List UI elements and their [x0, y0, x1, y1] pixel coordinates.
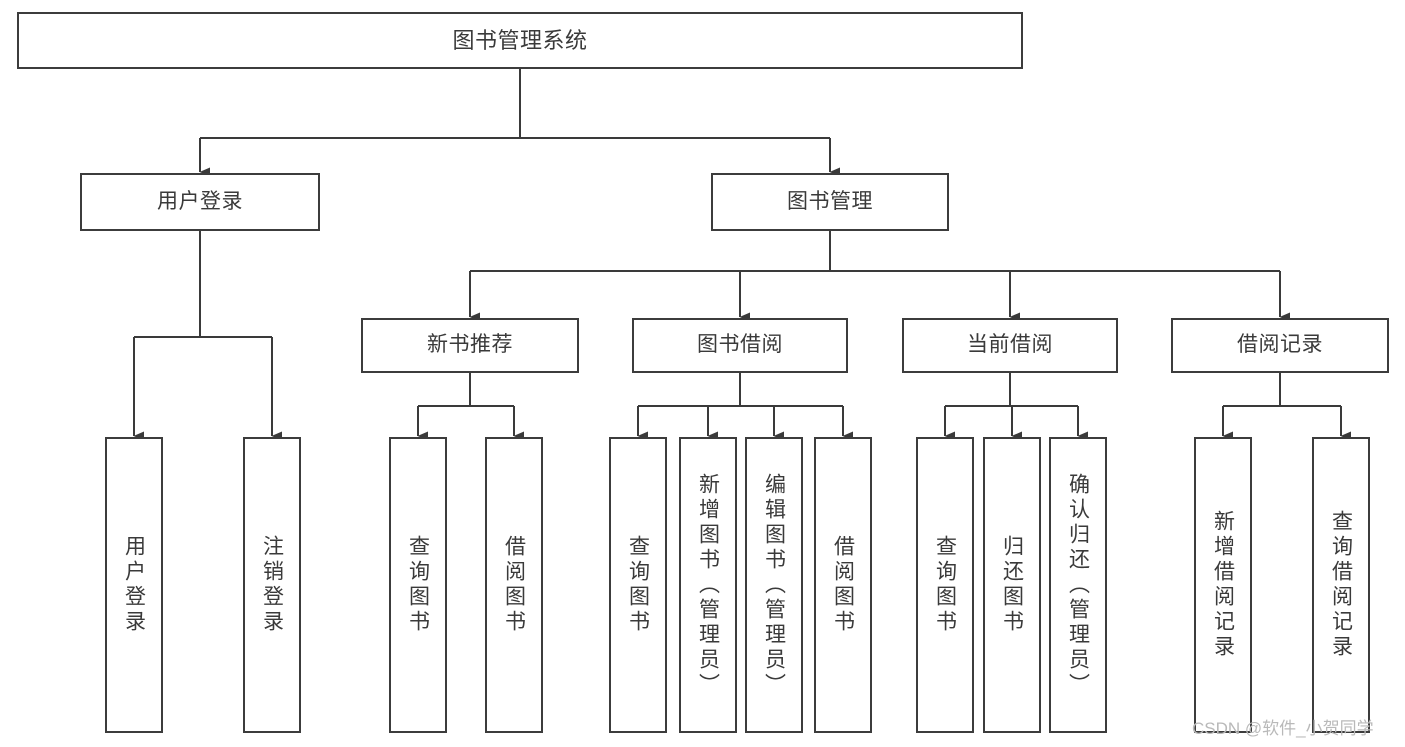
node-label-leaf-query-book-rec: 查询图书 [406, 535, 430, 635]
node-leaf-borrow-book[interactable]: 借阅图书 [814, 437, 872, 733]
node-label-user-login: 用户登录 [157, 189, 243, 213]
node-new-book-rec[interactable]: 新书推荐 [361, 318, 579, 373]
node-label-leaf-query-record: 查询借阅记录 [1329, 510, 1353, 660]
node-leaf-query-book-cur[interactable]: 查询图书 [916, 437, 974, 733]
node-leaf-return-book[interactable]: 归还图书 [983, 437, 1041, 733]
node-label-leaf-user-login: 用户登录 [122, 535, 146, 635]
node-label-leaf-return-book: 归还图书 [1000, 535, 1024, 635]
node-book-borrow[interactable]: 图书借阅 [632, 318, 848, 373]
node-label-leaf-query-book-borrow: 查询图书 [626, 535, 650, 635]
node-label-borrow-record: 借阅记录 [1237, 333, 1323, 357]
node-user-login[interactable]: 用户登录 [80, 173, 320, 231]
node-label-leaf-add-book: 新增图书（管理员） [696, 472, 720, 698]
node-leaf-logout[interactable]: 注销登录 [243, 437, 301, 733]
node-label-current-borrow: 当前借阅 [967, 333, 1053, 357]
node-current-borrow[interactable]: 当前借阅 [902, 318, 1118, 373]
node-leaf-add-book[interactable]: 新增图书（管理员） [679, 437, 737, 733]
node-label-leaf-borrow-book-rec: 借阅图书 [502, 535, 526, 635]
node-leaf-edit-book[interactable]: 编辑图书（管理员） [745, 437, 803, 733]
node-leaf-confirm-return[interactable]: 确认归还（管理员） [1049, 437, 1107, 733]
node-borrow-record[interactable]: 借阅记录 [1171, 318, 1389, 373]
node-label-leaf-edit-book: 编辑图书（管理员） [762, 472, 786, 698]
node-leaf-query-record[interactable]: 查询借阅记录 [1312, 437, 1370, 733]
node-root[interactable]: 图书管理系统 [17, 12, 1023, 69]
node-label-leaf-confirm-return: 确认归还（管理员） [1066, 472, 1090, 698]
connector-group [132, 69, 1351, 441]
node-label-leaf-logout: 注销登录 [260, 535, 284, 635]
node-leaf-query-book-rec[interactable]: 查询图书 [389, 437, 447, 733]
node-leaf-user-login[interactable]: 用户登录 [105, 437, 163, 733]
node-label-leaf-query-book-cur: 查询图书 [933, 535, 957, 635]
node-leaf-borrow-book-rec[interactable]: 借阅图书 [485, 437, 543, 733]
node-label-book-manage: 图书管理 [787, 189, 873, 213]
node-leaf-add-record[interactable]: 新增借阅记录 [1194, 437, 1252, 733]
node-label-root: 图书管理系统 [452, 27, 588, 53]
node-label-new-book-rec: 新书推荐 [427, 333, 513, 357]
node-label-book-borrow: 图书借阅 [697, 333, 783, 357]
node-book-manage[interactable]: 图书管理 [711, 173, 949, 231]
node-label-leaf-add-record: 新增借阅记录 [1211, 510, 1235, 660]
node-label-leaf-borrow-book: 借阅图书 [831, 535, 855, 635]
node-leaf-query-book-borrow[interactable]: 查询图书 [609, 437, 667, 733]
